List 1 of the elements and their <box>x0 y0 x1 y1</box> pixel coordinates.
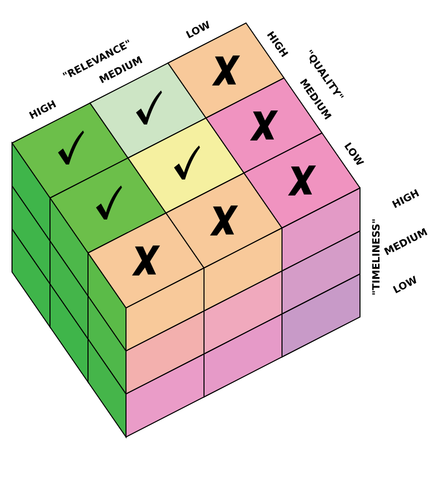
axis-title: "TIMELINESS" <box>372 218 382 295</box>
